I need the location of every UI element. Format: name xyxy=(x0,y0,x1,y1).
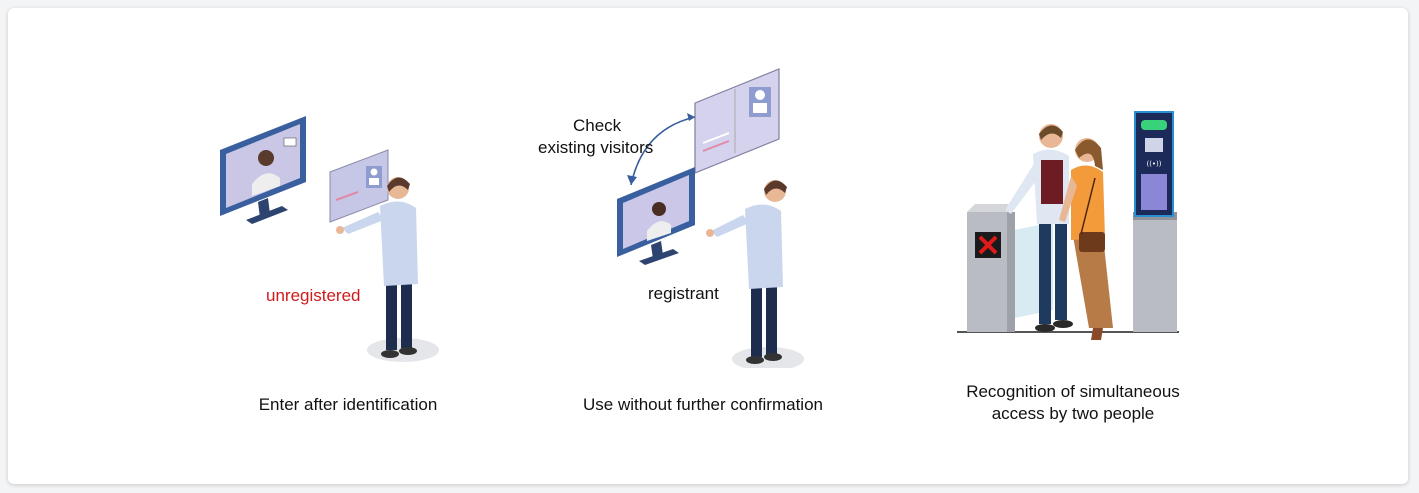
panel-enter-after-identification: unregistered Enter after identification xyxy=(8,8,1408,484)
registrant-label: registrant xyxy=(648,284,719,303)
svg-text:((•)): ((•)) xyxy=(1146,160,1161,168)
two-people-gate-illustration: ((•)) xyxy=(957,111,1179,340)
caption-enter-after-identification: Enter after identification xyxy=(258,395,438,414)
caption-use-without-confirmation: Use without further confirmation xyxy=(583,395,823,414)
annotation-check: Check xyxy=(573,116,622,135)
registrant-illustration xyxy=(617,68,804,368)
unregistered-visitor-illustration xyxy=(220,116,439,362)
caption-simultaneous-access-line2: access by two people xyxy=(991,404,1155,423)
unregistered-label: unregistered xyxy=(266,286,361,305)
content-card: unregistered Enter after identification xyxy=(8,8,1408,484)
annotation-existing-visitors: existing visitors xyxy=(538,138,654,157)
caption-simultaneous-access-line1: Recognition of simultaneous xyxy=(966,382,1180,401)
